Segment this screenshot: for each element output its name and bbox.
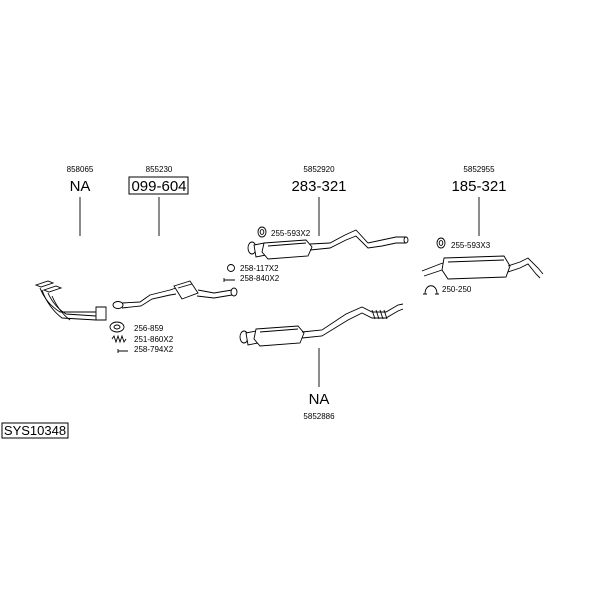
assembly-858065[interactable]: 858065 NA: [34, 165, 107, 321]
accessory-255-593X2[interactable]: 255-593X2: [257, 226, 311, 238]
accessory-label: 251-860X2: [134, 335, 174, 344]
assembly-ref: 858065: [67, 165, 94, 174]
system-code: SYS10348: [4, 423, 66, 438]
accessory-label: 258-840X2: [240, 274, 280, 283]
gasket-ring-icon: [436, 237, 446, 249]
catalytic-converter-icon: [112, 280, 238, 309]
accessory-251-860X2[interactable]: 251-860X2: [111, 334, 174, 344]
accessory-label: 258-794X2: [134, 345, 174, 354]
accessory-258-840X2[interactable]: 258-840X2: [223, 274, 280, 283]
accessory-255-593X3[interactable]: 255-593X3: [436, 237, 491, 250]
assembly-ref: 5852955: [463, 165, 495, 174]
assembly-part-number: NA: [70, 178, 91, 195]
pipe-clamp-icon: [423, 285, 439, 295]
accessory-label: 255-593X2: [271, 229, 311, 238]
accessory-label: 256-859: [134, 324, 164, 333]
assembly-855230[interactable]: 855230 099-604: [112, 165, 238, 309]
accessory-258-117X2[interactable]: 258-117X2: [227, 264, 280, 273]
exhaust-manifold-icon: [34, 280, 107, 321]
accessory-label: 255-593X3: [451, 241, 491, 250]
assembly-part-number: NA: [309, 391, 330, 408]
assembly-ref: 5852920: [303, 165, 335, 174]
clamp-ring-icon: [227, 264, 235, 272]
system-code-label: SYS10348: [1, 422, 69, 439]
flange-gasket-icon: [109, 321, 125, 333]
assembly-part-number: 099-604: [131, 178, 186, 195]
assembly-5852886[interactable]: NA 5852886: [239, 303, 404, 421]
gasket-ring-icon: [257, 226, 267, 238]
accessory-label: 258-117X2: [240, 264, 279, 273]
assembly-ref: 5852886: [303, 412, 335, 421]
assembly-part-number: 283-321: [291, 178, 346, 195]
bolt-icon: [223, 278, 235, 282]
accessory-256-859[interactable]: 256-859: [109, 321, 164, 333]
accessory-258-794X2[interactable]: 258-794X2: [117, 345, 174, 354]
spring-icon: [111, 334, 127, 344]
bolt-icon: [117, 349, 128, 353]
accessory-label: 250-250: [442, 285, 472, 294]
assembly-part-number: 185-321: [451, 178, 506, 195]
part-number-box: [128, 176, 189, 195]
rear-muffler-icon: [421, 255, 544, 280]
front-muffler-icon: [247, 229, 409, 260]
assembly-5852920[interactable]: 5852920 283-321: [247, 165, 409, 260]
assembly-ref: 855230: [146, 165, 173, 174]
accessory-250-250[interactable]: 250-250: [423, 285, 472, 295]
middle-silencer-icon: [239, 303, 404, 347]
assembly-5852955[interactable]: 5852955 185-321: [421, 165, 544, 280]
